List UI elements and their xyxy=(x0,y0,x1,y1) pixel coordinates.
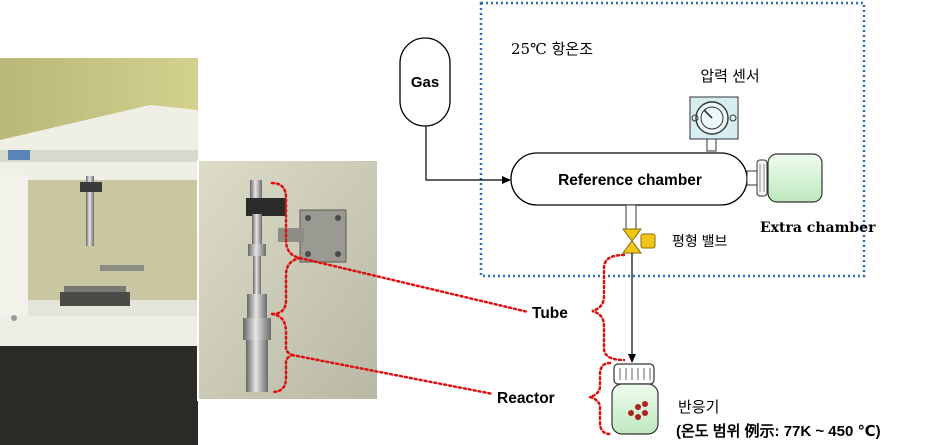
extra-chamber xyxy=(767,153,823,203)
gas-label: Gas xyxy=(411,74,439,91)
reactor-vessel-label: 반응기 xyxy=(678,399,719,416)
lab-apparatus-photo xyxy=(0,58,379,445)
reactor-vessel-icon xyxy=(611,363,659,435)
pressure-gauge-icon xyxy=(689,96,739,152)
extra-chamber-label: Extra chamber xyxy=(760,220,876,236)
red-dotted-leaders xyxy=(270,181,626,436)
extra-chamber-connector xyxy=(746,159,768,197)
thermostat-boundary xyxy=(479,1,866,278)
gas-cylinder-icon xyxy=(399,37,451,127)
valve-label: 평형 밸브 xyxy=(672,233,728,249)
tube-label: Tube xyxy=(532,305,568,322)
temperature-range-label: (온도 범위 例示: 77K ~ 450 ℃) xyxy=(676,422,881,440)
reactor-label: Reactor xyxy=(497,390,555,407)
chamber-outlet-pipe xyxy=(625,204,637,230)
gas-line-arrow xyxy=(425,126,511,184)
thermostat-label: 25℃ 항온조 xyxy=(511,40,593,58)
reference-chamber-label: Reference chamber xyxy=(558,172,702,189)
pressure-sensor-label: 압력 센서 xyxy=(700,68,759,85)
valve-icon xyxy=(622,228,656,254)
